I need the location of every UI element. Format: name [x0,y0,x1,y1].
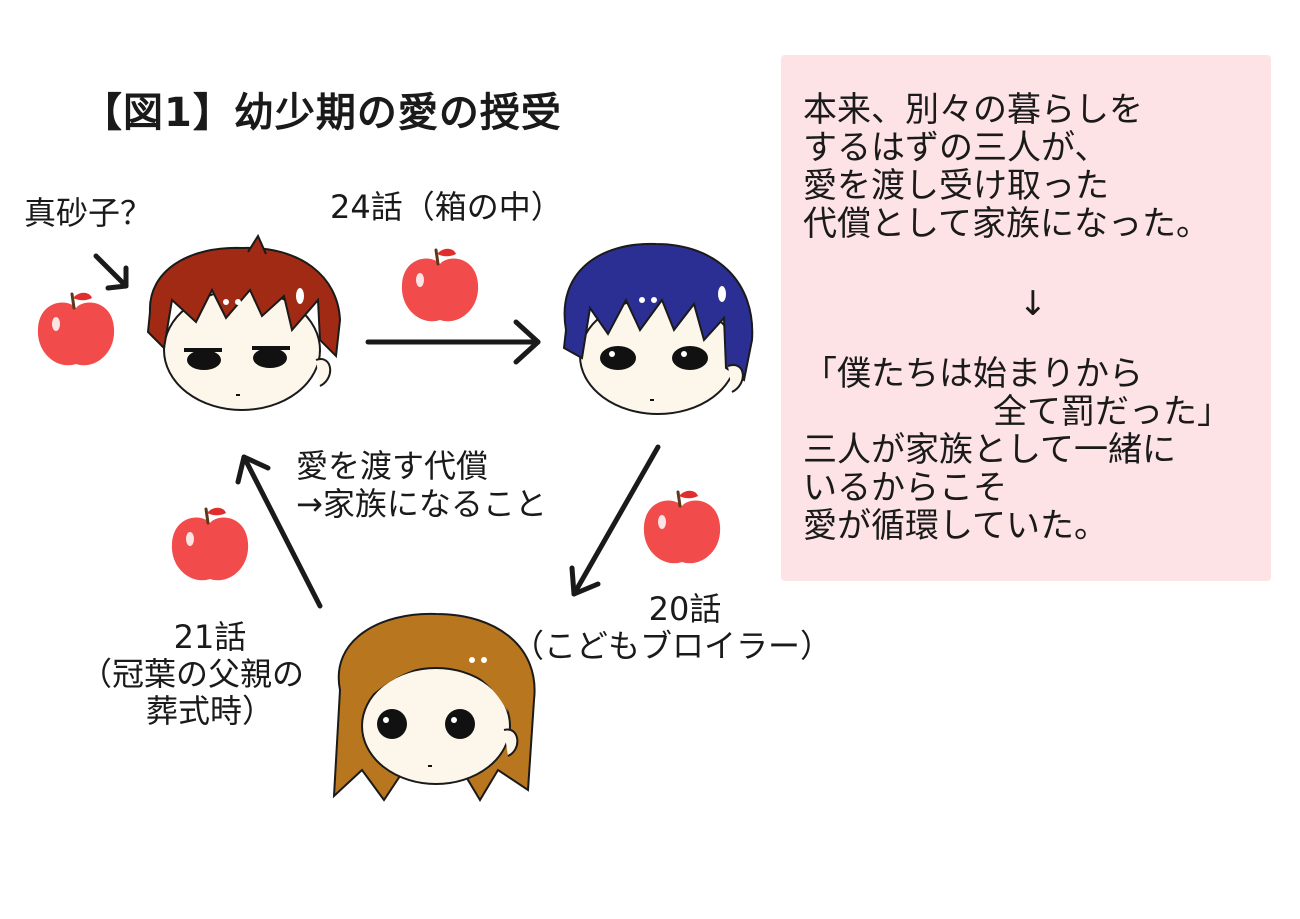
blue-haired-boy-face [562,242,754,415]
note-quote-line-2: 全て罰だった」 [993,392,1231,432]
note-line-2: するはずの三人が、 [803,128,1109,168]
note-line-4: 代償として家族になった。 [803,204,1210,244]
arrow-girl-to-red [235,454,323,609]
episode-20-label-line1: 20話 [648,590,722,628]
explanation-note: 本来、別々の暮らしを するはずの三人が、 愛を渡し受け取った 代償として家族にな… [781,55,1271,581]
note-line-6: いるからこそ [803,468,1007,508]
brown-haired-girl-face [332,612,536,802]
page-title: 【図1】幼少期の愛の授受 [82,90,562,136]
arrow-blue-to-girl [569,444,661,597]
red-haired-boy-face [146,233,342,411]
center-label-line2: →家族になること [296,485,547,523]
masako-arrow [93,253,129,291]
note-line-3: 愛を渡し受け取った [803,166,1109,206]
episode-20-label-line2: （こどもブロイラー） [512,627,833,665]
apple-icon [642,489,722,565]
note-line-7: 愛が循環していた。 [803,506,1108,546]
note-line-1: 本来、別々の暮らしを [803,90,1143,130]
center-label-line1: 愛を渡す代償 [296,447,489,485]
note-line-5: 三人が家族として一緒に [803,430,1176,470]
episode-21-label-line2: （冠葉の父親の [80,655,305,693]
note-down-arrow: ↓ [1018,284,1048,324]
episode-21-label-line1: 21話 [173,618,247,656]
episode-24-label: 24話（箱の中） [330,188,563,226]
apple-icon [400,247,480,323]
episode-21-label-line3: 葬式時） [145,692,274,730]
arrow-red-to-blue [365,319,541,365]
apple-icon [36,291,116,367]
masako-label: 真砂子？ [24,194,153,232]
note-quote-line-1: 「僕たちは始まりから [803,354,1143,394]
apple-icon [170,506,250,582]
